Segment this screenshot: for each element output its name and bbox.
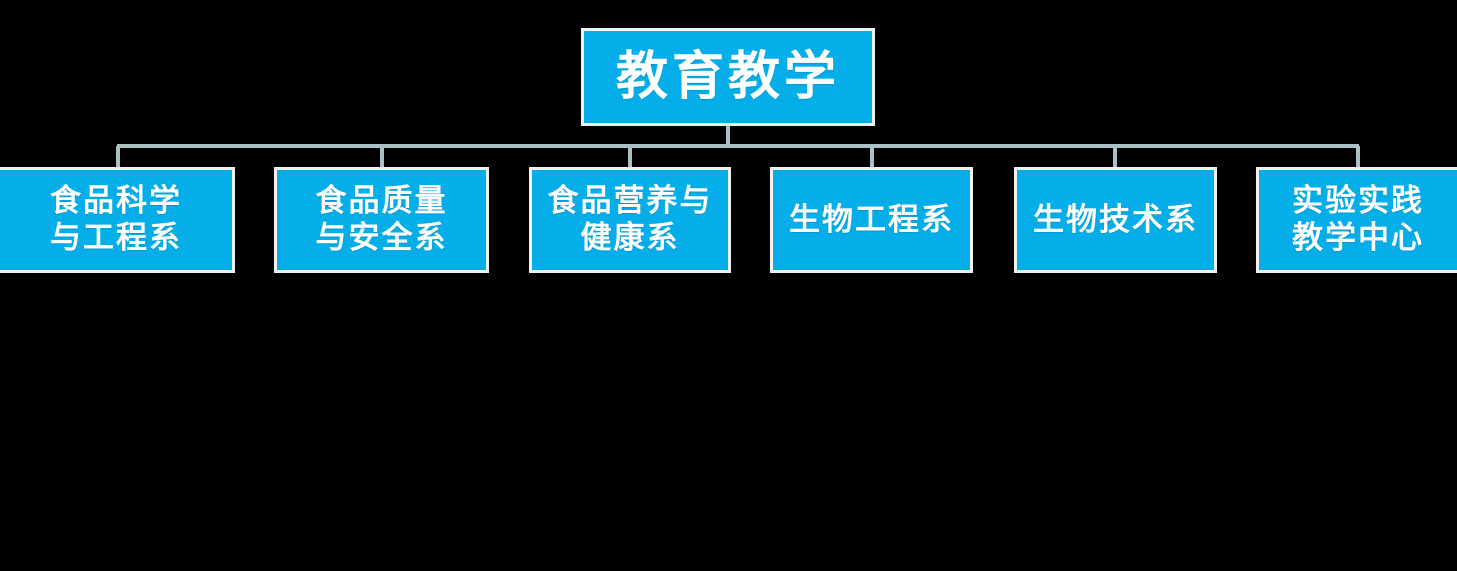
org-node-food-nutrition-health[interactable]: 食品营养与 健康系 (529, 167, 731, 273)
org-node-bioengineering[interactable]: 生物工程系 (770, 167, 973, 273)
org-node-food-science-engineering[interactable]: 食品科学 与工程系 (0, 167, 235, 273)
connector-drop-child-1 (116, 146, 120, 168)
connector-drop-child-6 (1356, 146, 1360, 168)
org-node-food-quality-safety[interactable]: 食品质量 与安全系 (274, 167, 489, 273)
connector-drop-child-4 (870, 146, 874, 168)
connector-root-stem (726, 126, 730, 146)
connector-drop-child-2 (380, 146, 384, 168)
connector-drop-child-3 (628, 146, 632, 168)
connector-drop-child-5 (1113, 146, 1117, 168)
org-node-root[interactable]: 教育教学 (581, 28, 875, 126)
org-node-experimental-practice-center[interactable]: 实验实践 教学中心 (1256, 167, 1457, 273)
org-node-biotechnology[interactable]: 生物技术系 (1014, 167, 1217, 273)
connector-horizontal-bus (117, 144, 1359, 148)
